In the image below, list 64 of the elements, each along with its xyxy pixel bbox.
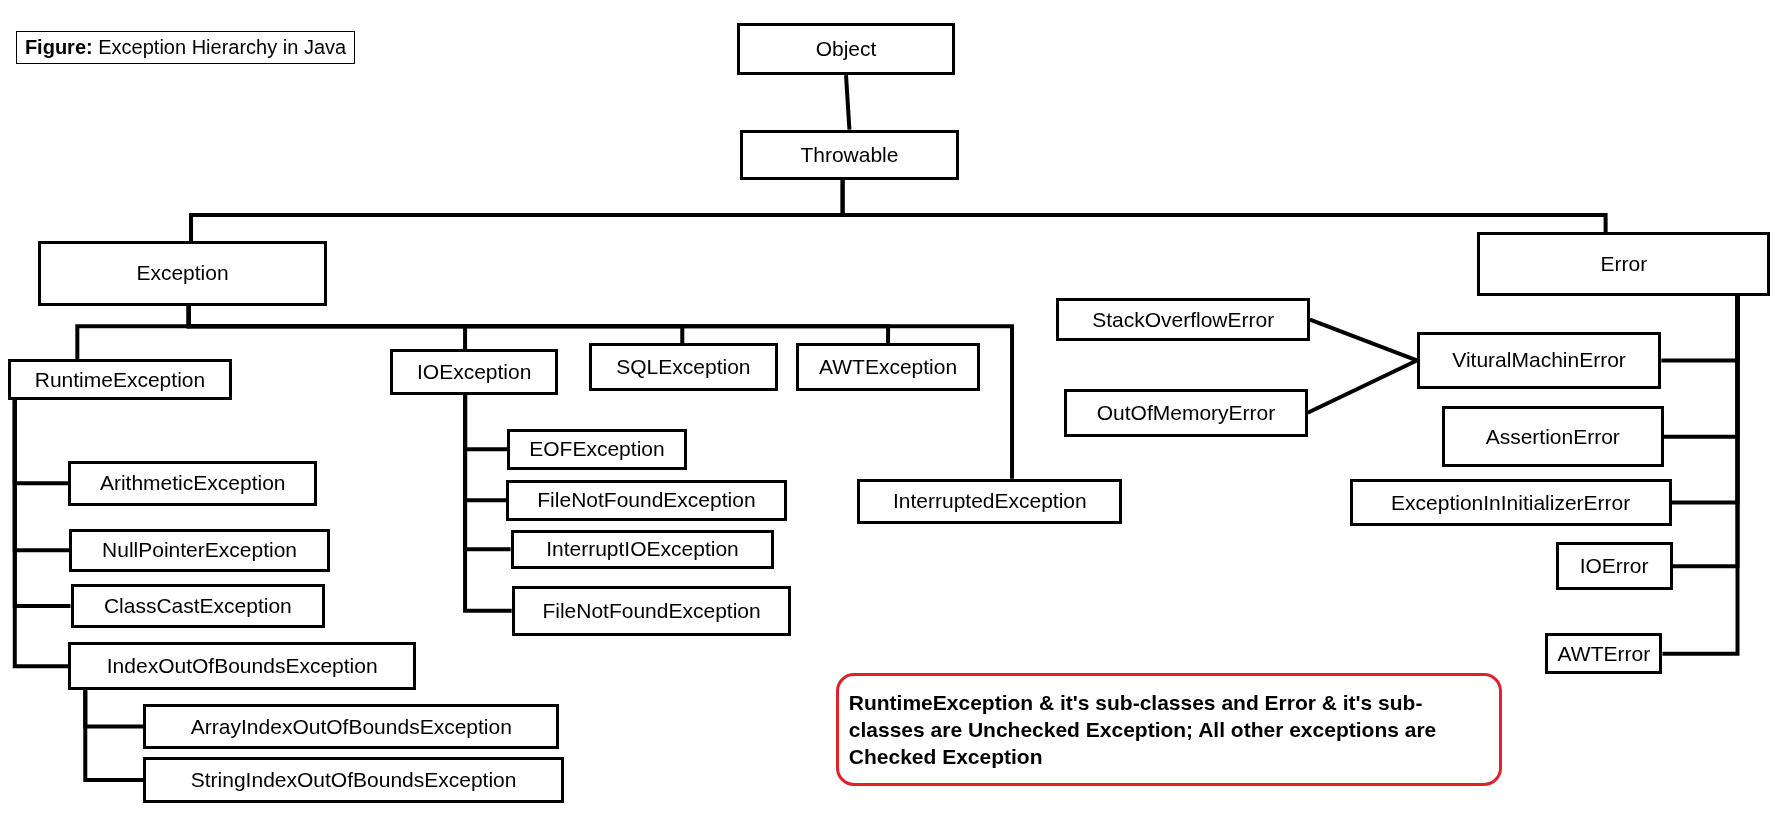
class-name: Object bbox=[815, 36, 877, 61]
class-box bbox=[511, 585, 792, 636]
class-box bbox=[1477, 231, 1771, 296]
connector-line bbox=[463, 394, 512, 613]
class-name: StringIndexOutOfBoundsException bbox=[190, 768, 517, 793]
class-name: ClassCastException bbox=[103, 594, 292, 619]
class-box bbox=[68, 460, 318, 506]
connector-line bbox=[840, 179, 1608, 232]
class-box bbox=[143, 703, 560, 750]
class-name: AssertionError bbox=[1485, 424, 1620, 449]
note-text: RuntimeException & it's sub-classes and Error & it's sub-classes are Unchecked Exception; All other exceptions are Checked Exception bbox=[848, 689, 1438, 771]
class-name: FileNotFoundException bbox=[542, 598, 761, 623]
class-name: RuntimeException bbox=[34, 367, 206, 392]
class-name: EOFException bbox=[529, 437, 665, 462]
class-box bbox=[1416, 332, 1662, 389]
class-box bbox=[70, 584, 326, 628]
class-box bbox=[390, 349, 559, 395]
connector-line bbox=[1309, 317, 1418, 363]
class-name: Throwable bbox=[800, 142, 899, 167]
class-name: SQLException bbox=[616, 355, 751, 380]
class-name: FileNotFoundException bbox=[537, 488, 756, 513]
class-name: InterruptIOException bbox=[546, 537, 739, 562]
class-box bbox=[736, 22, 956, 76]
class-box bbox=[1545, 633, 1663, 675]
class-box bbox=[506, 479, 787, 521]
class-box bbox=[37, 241, 328, 306]
class-box bbox=[1064, 388, 1308, 437]
class-box bbox=[857, 478, 1123, 525]
connector-line bbox=[1306, 358, 1418, 415]
class-box bbox=[740, 129, 959, 180]
class-name: Error bbox=[1600, 251, 1648, 276]
class-box bbox=[1056, 297, 1310, 342]
class-name: IOError bbox=[1579, 554, 1649, 579]
class-box bbox=[68, 642, 417, 691]
class-box bbox=[795, 343, 981, 392]
class-name: ExceptionInInitializerError bbox=[1391, 490, 1631, 515]
class-box bbox=[589, 343, 778, 392]
class-name: ArrayIndexOutOfBoundsException bbox=[190, 714, 512, 739]
class-box bbox=[507, 428, 687, 470]
class-name: VituralMachinError bbox=[1452, 348, 1626, 373]
class-name: IOException bbox=[416, 359, 532, 384]
class-box bbox=[1555, 542, 1673, 591]
connector-line bbox=[844, 74, 852, 130]
class-name: NullPointerException bbox=[102, 538, 297, 563]
class-name: IndexOutOfBoundsException bbox=[106, 654, 378, 679]
class-box bbox=[1441, 405, 1664, 468]
note-box bbox=[835, 673, 1503, 786]
class-name: OutOfMemoryError bbox=[1096, 400, 1276, 425]
figure-caption: Figure: Exception Hierarchy in Java bbox=[15, 30, 356, 64]
class-box bbox=[143, 757, 564, 803]
class-name: Exception bbox=[136, 261, 229, 286]
class-box bbox=[69, 528, 330, 572]
class-name: ArithmeticException bbox=[99, 471, 286, 496]
class-box bbox=[1349, 478, 1672, 527]
class-name: AWTError bbox=[1557, 641, 1651, 666]
class-name: StackOverflowError bbox=[1092, 307, 1275, 332]
connector-line bbox=[83, 690, 144, 783]
connector-line bbox=[186, 305, 1015, 479]
class-box bbox=[510, 529, 775, 569]
class-name: InterruptedException bbox=[892, 489, 1087, 514]
class-box bbox=[7, 359, 232, 401]
connector-line bbox=[1662, 295, 1740, 656]
connector-line bbox=[12, 400, 69, 669]
class-name: AWTException bbox=[819, 355, 958, 380]
